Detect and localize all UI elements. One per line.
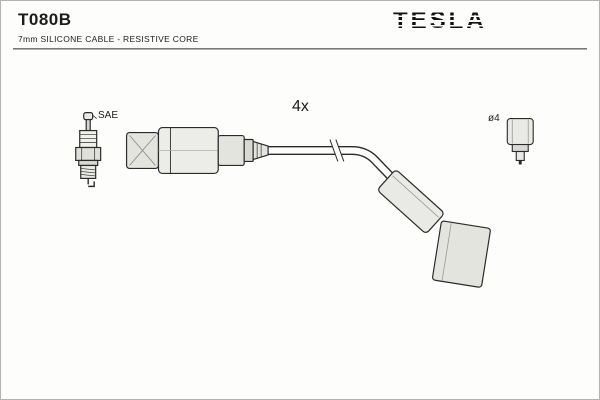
plug-boot-vertical [431, 220, 491, 288]
cap-diameter-label: ø4 [488, 113, 500, 124]
cable-break-symbol [329, 139, 345, 162]
product-subtitle: 7mm SILICONE CABLE - RESISTIVE CORE [18, 34, 199, 44]
coil-connector [125, 126, 269, 175]
spark-plug-drawing [75, 112, 102, 188]
plug-boot-angled [378, 170, 444, 233]
part-number: T080B [18, 10, 72, 29]
spark-plug-label: SAE [98, 110, 119, 121]
quantity-label: 4x [292, 98, 309, 115]
ignition-cable-drawing [125, 126, 491, 288]
cylinder-cap-drawing [506, 118, 534, 165]
